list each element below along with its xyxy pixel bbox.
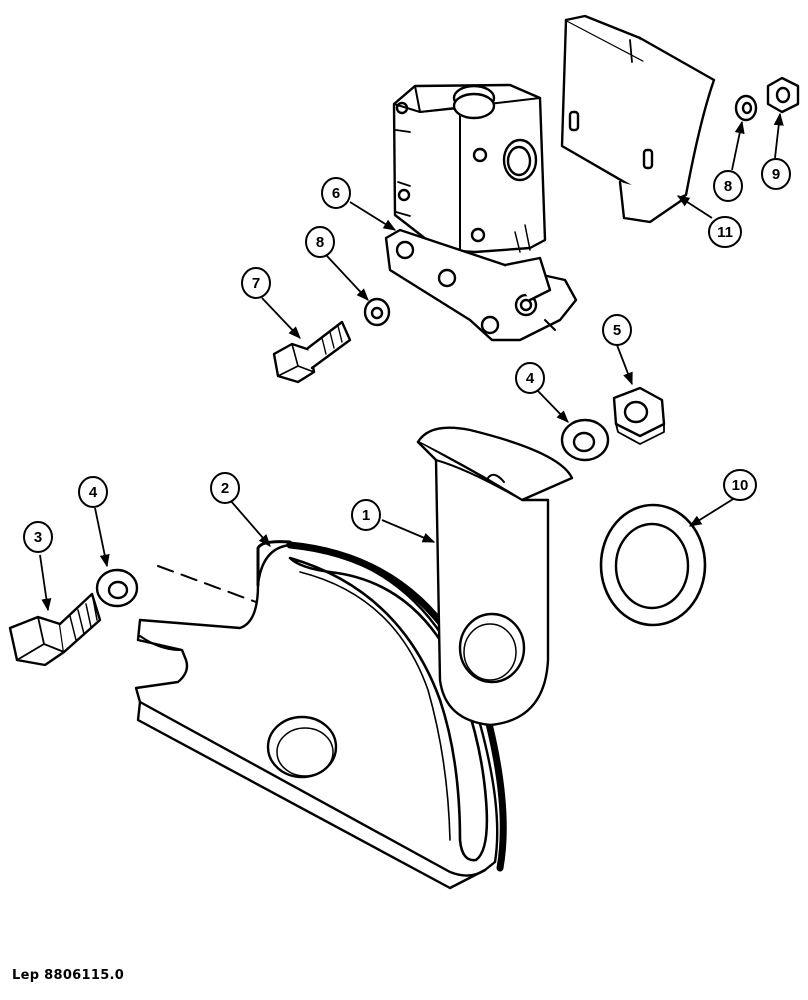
cover-plate	[560, 14, 716, 224]
svg-text:4: 4	[526, 370, 535, 387]
washer-10	[599, 503, 707, 627]
bracket-plate	[134, 540, 507, 890]
washer-right	[560, 418, 610, 462]
nut-5	[612, 386, 666, 445]
callout-11: 11	[708, 216, 742, 248]
leader-10	[688, 495, 739, 527]
svg-text:10: 10	[732, 477, 749, 494]
svg-text:11: 11	[717, 224, 733, 241]
callout-3: 3	[23, 521, 53, 553]
callout-6: 6	[321, 177, 351, 209]
callout-1: 1	[351, 499, 381, 531]
callout-4-right: 4	[515, 362, 545, 394]
leader-8-upper	[731, 120, 745, 171]
bolt-7	[272, 320, 352, 384]
svg-text:3: 3	[34, 529, 42, 546]
leader-1	[381, 519, 436, 543]
bolt-left	[8, 592, 102, 667]
callout-4-left: 4	[78, 476, 108, 508]
callout-9: 9	[761, 158, 791, 190]
svg-text:8: 8	[316, 234, 324, 251]
leader-3	[39, 554, 52, 612]
svg-text:7: 7	[252, 275, 260, 292]
callout-2: 2	[210, 472, 240, 504]
svg-text:4: 4	[89, 484, 98, 501]
svg-text:8: 8	[724, 178, 732, 195]
nut-9	[766, 76, 800, 114]
svg-text:9: 9	[772, 166, 780, 183]
callout-7: 7	[241, 267, 271, 299]
washer-8-upper	[734, 94, 758, 122]
leader-5	[616, 344, 633, 386]
leader-11	[676, 195, 713, 219]
arm-bracket	[416, 426, 574, 727]
leader-2	[229, 499, 271, 547]
washer-left	[95, 568, 139, 608]
callout-5: 5	[602, 314, 632, 346]
figure-reference: Lep 8806115.0	[12, 968, 125, 983]
leader-9	[773, 112, 784, 159]
svg-text:2: 2	[221, 480, 229, 497]
leader-6	[349, 201, 397, 231]
leader-4-right	[536, 389, 569, 423]
callout-8-upper: 8	[713, 170, 743, 202]
washer-8-lower	[363, 297, 391, 327]
switch-assembly	[384, 83, 578, 342]
callout-10: 10	[723, 469, 757, 501]
callout-8-lower: 8	[305, 226, 335, 258]
leader-4-left	[94, 507, 110, 568]
svg-text:6: 6	[332, 185, 340, 202]
leader-8-lower	[326, 255, 369, 301]
svg-text:1: 1	[362, 507, 370, 524]
leader-7	[261, 297, 301, 339]
svg-text:5: 5	[613, 322, 621, 339]
